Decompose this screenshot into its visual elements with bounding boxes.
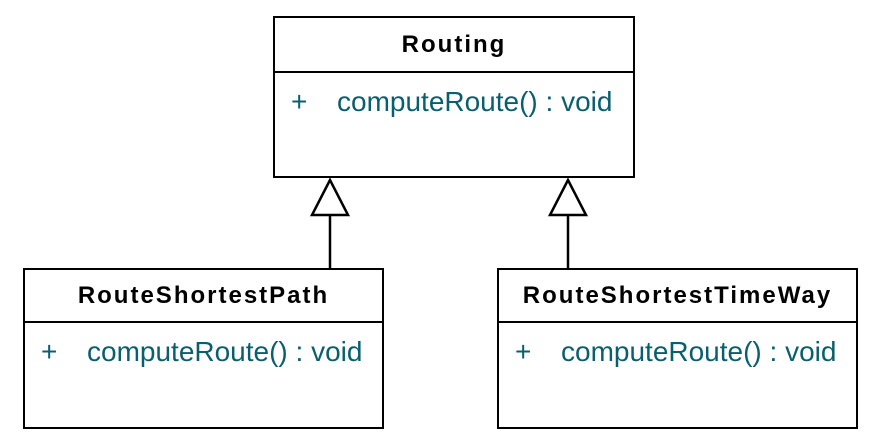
visibility-public-symbol: + — [41, 336, 58, 367]
class-members: + computeRoute() : void — [499, 323, 856, 368]
method-row: + computeRoute() : void — [291, 86, 625, 118]
method-row: + computeRoute() : void — [41, 336, 374, 368]
class-box-routeshortesttimeway: RouteShortestTimeWay + computeRoute() : … — [497, 268, 858, 429]
method-signature: computeRoute() : void — [561, 336, 837, 367]
visibility-public-symbol: + — [515, 336, 532, 367]
method-row: + computeRoute() : void — [515, 336, 848, 368]
hollow-triangle-icon — [309, 177, 351, 217]
hollow-triangle-icon — [547, 177, 589, 217]
class-box-routeshortestpath: RouteShortestPath + computeRoute() : voi… — [23, 268, 384, 429]
class-title: Routing — [275, 18, 633, 73]
class-members: + computeRoute() : void — [25, 323, 382, 368]
visibility-public-symbol: + — [291, 86, 308, 117]
class-title: RouteShortestPath — [25, 270, 382, 323]
class-title: RouteShortestTimeWay — [499, 270, 856, 323]
class-box-routing: Routing + computeRoute() : void — [273, 16, 635, 178]
method-signature: computeRoute() : void — [337, 86, 613, 117]
generalization-arrow-routeshortestpath-to-routing — [309, 177, 351, 268]
method-signature: computeRoute() : void — [87, 336, 363, 367]
class-members: + computeRoute() : void — [275, 73, 633, 118]
generalization-arrow-routeshortesttimeway-to-routing — [547, 177, 589, 268]
